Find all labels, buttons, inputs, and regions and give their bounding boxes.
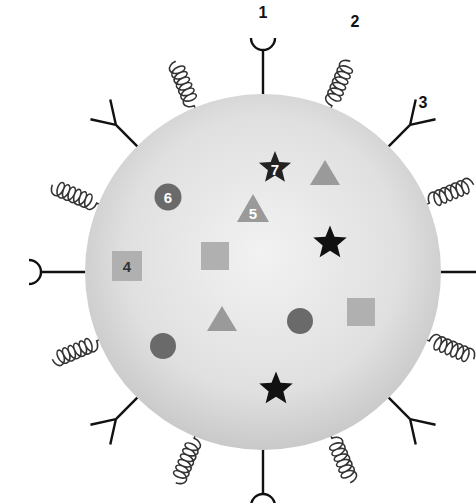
callout-number: 6 [164, 190, 172, 205]
star-particle: 7 [257, 150, 293, 186]
circle-particle: 6 [154, 183, 182, 211]
callout-number: 1 [259, 5, 268, 21]
triangle-particle: 5 [237, 194, 269, 222]
callout-number: 5 [249, 206, 257, 221]
callout-number: 3 [419, 95, 428, 111]
square-particle: 4 [112, 251, 142, 281]
callout-number: 4 [123, 259, 131, 274]
callout-number: 2 [351, 14, 360, 30]
callout-number: 7 [271, 162, 279, 177]
